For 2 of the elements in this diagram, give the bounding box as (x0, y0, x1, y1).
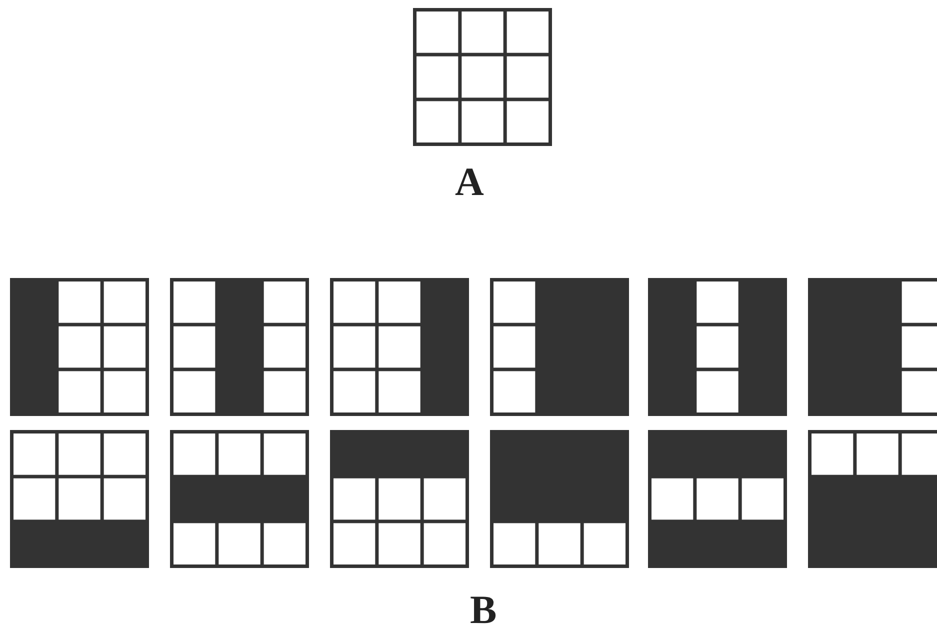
figure-label: B (470, 590, 497, 630)
figure-label: A (455, 162, 484, 202)
